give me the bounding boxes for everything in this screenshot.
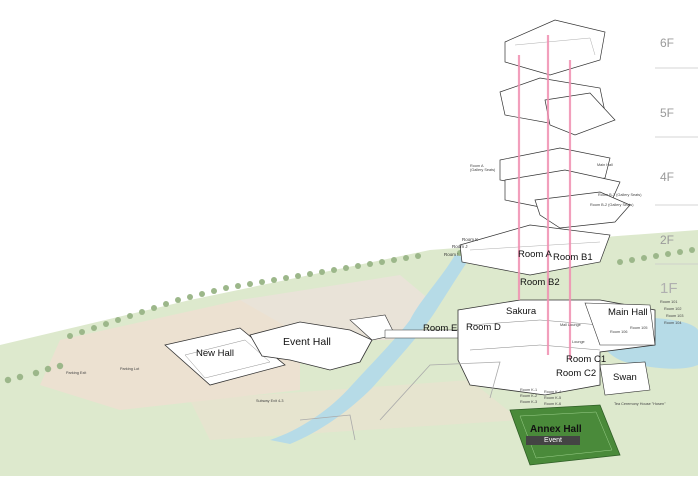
- room-k-6-label[interactable]: Room K-6: [544, 402, 562, 406]
- room-i-label[interactable]: Room I: [444, 252, 459, 257]
- floor-label-6f: 6F: [660, 36, 675, 50]
- room-a-gallery-label[interactable]: Room A (Gallery Seats): [470, 164, 496, 172]
- room-k-4-label[interactable]: Room K-4: [544, 390, 562, 394]
- floor-label-1f: 1F: [660, 280, 678, 297]
- floor-label-4f: 4F: [660, 170, 675, 184]
- room-e-label[interactable]: Room E: [423, 323, 458, 334]
- main-hall-upper-label[interactable]: Main Hall: [597, 163, 613, 167]
- room-k-5-label[interactable]: Room K-5: [544, 396, 562, 400]
- room-c1-label[interactable]: Room C1: [566, 354, 607, 365]
- room-102-label[interactable]: Room 102: [664, 307, 682, 311]
- mall-lounge-label: Mall Lounge: [560, 323, 581, 327]
- room-k-label[interactable]: Room K: [462, 237, 479, 242]
- main-hall-building: [584, 302, 656, 346]
- elevator-shafts: [517, 35, 572, 360]
- swan-building: [599, 361, 651, 396]
- parking-area: [40, 300, 300, 410]
- main-hall-label[interactable]: Main Hall: [608, 307, 648, 318]
- room-k-3-label[interactable]: Room K-3: [520, 400, 538, 404]
- room-b2-gallery-label[interactable]: Room B-2 (Gallery Seats): [590, 203, 634, 207]
- room-103-label[interactable]: Room 103: [666, 314, 684, 318]
- parking-lot-label: Parking Lot: [120, 367, 140, 371]
- new-hall-inner: [184, 339, 271, 379]
- event-hall-label[interactable]: Event Hall: [283, 336, 331, 348]
- room-106-label[interactable]: Room 106: [610, 330, 628, 334]
- tree-row-top: [4, 253, 421, 384]
- parking-exit-label: Parking Exit: [66, 371, 87, 375]
- lower-path: [190, 380, 520, 440]
- room-k-2-label[interactable]: Room K-2: [520, 394, 538, 398]
- annex-hall-label[interactable]: Annex Hall: [530, 424, 582, 435]
- room-104-label[interactable]: Room 104: [664, 321, 682, 325]
- floor-5f-slab: [499, 77, 616, 136]
- room-c2-label[interactable]: Room C2: [556, 368, 597, 379]
- sakura-label[interactable]: Sakura: [506, 306, 537, 317]
- road: [379, 361, 501, 421]
- main-complex-lines-2: [469, 344, 601, 351]
- room-d-label[interactable]: Room D: [466, 322, 501, 333]
- event-badge[interactable]: Event: [526, 436, 580, 445]
- floor-label-2f: 2F: [660, 233, 675, 247]
- subway-exit-label: Subway Exit 4-3: [256, 399, 284, 403]
- room-101-label[interactable]: Room 101: [660, 300, 678, 304]
- floor-2f-slab: [459, 224, 611, 276]
- tea-house-label: Tea Ceremony House "Hosen": [614, 402, 666, 406]
- floor-rules: [655, 67, 698, 265]
- river: [270, 255, 470, 444]
- road-2: [299, 414, 356, 441]
- annex-hall-building: [509, 404, 621, 466]
- floor-6f-slab: [504, 19, 606, 76]
- floor-4f-slab: [499, 147, 631, 229]
- room-105-label[interactable]: Room 105: [630, 326, 648, 330]
- event-hall-building: [249, 321, 373, 371]
- new-hall-label[interactable]: New Hall: [196, 348, 235, 359]
- room-a-label[interactable]: Room A: [518, 249, 552, 260]
- room-b1-gallery-label[interactable]: Room B-1 (Gallery Seats): [598, 193, 642, 197]
- room-b2-label[interactable]: Room B2: [520, 277, 560, 288]
- lounge-label: Lounge: [572, 340, 585, 344]
- room-b1-label[interactable]: Room B1: [553, 252, 593, 263]
- swan-label[interactable]: Swan: [613, 372, 637, 383]
- floor-label-5f: 5F: [660, 106, 675, 120]
- room-j-label[interactable]: Room J: [452, 244, 468, 249]
- room-k-1-label[interactable]: Room K-1: [520, 388, 538, 392]
